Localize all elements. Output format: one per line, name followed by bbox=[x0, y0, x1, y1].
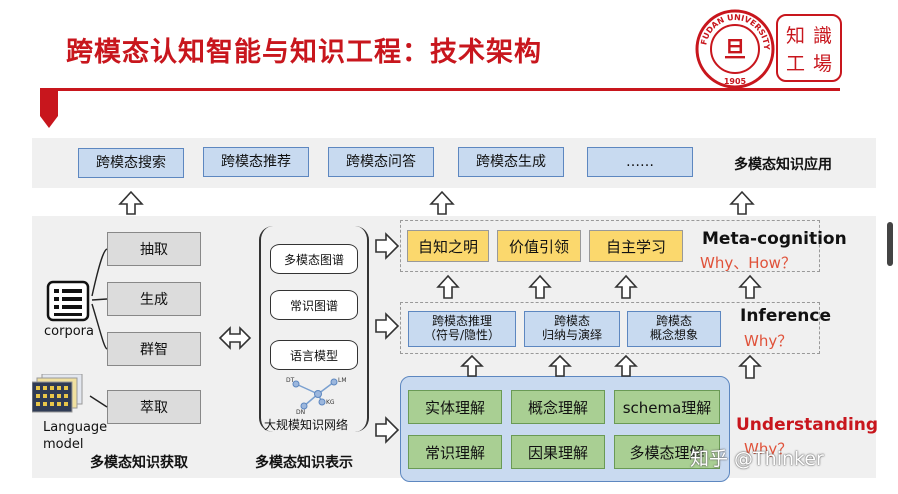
node-label: DT bbox=[286, 377, 295, 384]
representation-label: 多模态知识表示 bbox=[255, 455, 353, 471]
repr-commonsense-graph: 常识图谱 bbox=[270, 290, 358, 320]
logo-char: 場 bbox=[812, 52, 832, 75]
up-arrow-icons bbox=[118, 190, 762, 379]
inference-box-imagination: 跨模态 概念想象 bbox=[627, 311, 721, 347]
app-box-qa: 跨模态问答 bbox=[328, 147, 434, 177]
zhishi-gongchang-logo: 知 識 工 場 bbox=[776, 14, 842, 82]
understanding-box-multimodal: 多模态理解 bbox=[614, 435, 720, 469]
understanding-box-schema: schema理解 bbox=[614, 390, 720, 424]
meta-cognition-frame bbox=[400, 220, 820, 272]
inference-title: Inference bbox=[740, 306, 831, 326]
acquisition-label: 多模态知识获取 bbox=[90, 455, 188, 471]
method-box-distill: 萃取 bbox=[107, 390, 201, 424]
understanding-title: Understanding bbox=[736, 415, 879, 435]
logo-char: 知 bbox=[785, 24, 805, 47]
scrollbar-handle[interactable] bbox=[887, 222, 893, 266]
seal-center-char: 旦 bbox=[724, 38, 746, 63]
node-label: LM bbox=[338, 377, 347, 384]
corpora-label: corpora bbox=[44, 324, 94, 339]
logo-char: 識 bbox=[812, 24, 832, 47]
watermark-text: 知乎 @Thinker bbox=[690, 448, 824, 470]
double-arrow-icon bbox=[218, 326, 252, 350]
understanding-box-entity: 实体理解 bbox=[408, 390, 502, 424]
inference-question: Why？ bbox=[744, 332, 793, 350]
inference-box-reasoning: 跨模态推理 （符号/隐性） bbox=[408, 311, 516, 347]
representation-bracket bbox=[259, 226, 369, 432]
meta-box-value-guidance: 价值引领 bbox=[497, 230, 581, 262]
meta-box-self-awareness: 自知之明 bbox=[407, 230, 489, 262]
meta-box-self-learning: 自主学习 bbox=[589, 230, 683, 262]
knowledge-network-icon: DT LM KG DN bbox=[286, 377, 347, 414]
fudan-seal-logo: FUDAN UNIVERSITY 旦 1905 bbox=[695, 9, 775, 89]
app-box-search: 跨模态搜索 bbox=[78, 148, 184, 178]
understanding-box-concept: 概念理解 bbox=[511, 390, 605, 424]
app-box-recommend: 跨模态推荐 bbox=[203, 147, 309, 177]
language-model-label: Language model bbox=[43, 420, 108, 452]
method-box-extract: 抽取 bbox=[107, 232, 201, 266]
node-label: DN bbox=[296, 409, 305, 414]
application-label: 多模态知识应用 bbox=[734, 157, 832, 173]
app-box-more: …… bbox=[587, 147, 693, 177]
language-model-icon bbox=[32, 374, 83, 413]
title-marker-icon bbox=[40, 90, 58, 128]
method-box-generate: 生成 bbox=[107, 282, 201, 316]
inference-box-induction: 跨模态 归纳与演绎 bbox=[524, 311, 620, 347]
page-title: 跨模态认知智能与知识工程：技术架构 bbox=[66, 37, 542, 68]
inference-frame bbox=[400, 302, 820, 354]
repr-language-model: 语言模型 bbox=[270, 340, 358, 370]
corpora-document-icon bbox=[46, 280, 90, 322]
meta-cognition-question: Why、How？ bbox=[700, 254, 796, 272]
app-box-generate: 跨模态生成 bbox=[458, 147, 564, 177]
right-arrow-icons bbox=[375, 232, 400, 444]
logo-char: 工 bbox=[785, 52, 805, 75]
understanding-box-commonsense: 常识理解 bbox=[408, 435, 502, 469]
node-label: KG bbox=[326, 399, 335, 406]
meta-cognition-title: Meta-cognition bbox=[702, 229, 847, 249]
method-box-crowd: 群智 bbox=[107, 332, 201, 366]
title-divider bbox=[40, 88, 840, 91]
network-caption: 大规模知识网络 bbox=[264, 418, 349, 432]
understanding-box-causal: 因果理解 bbox=[511, 435, 605, 469]
understanding-question: Why？ bbox=[744, 440, 793, 458]
repr-multimodal-graph: 多模态图谱 bbox=[270, 244, 358, 274]
seal-year: 1905 bbox=[724, 77, 747, 86]
